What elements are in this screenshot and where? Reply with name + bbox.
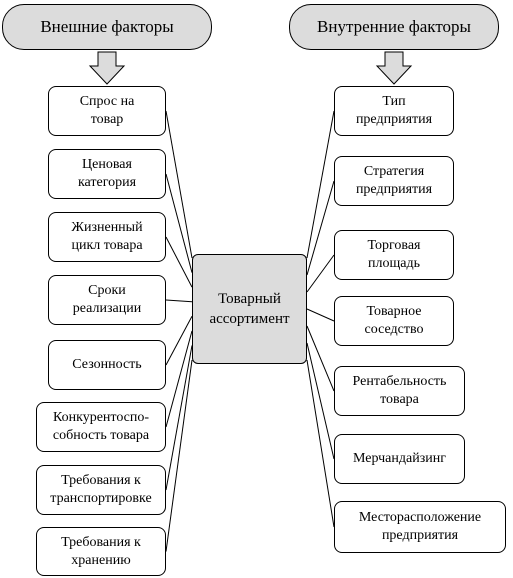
internal-factor-label: Стратегия предприятия — [355, 164, 433, 197]
external-factor-box: Ценовая категория — [48, 149, 166, 199]
external-factor-label: Жизненный цикл товара — [71, 220, 143, 253]
internal-factor-label: Рентабельность товара — [352, 374, 447, 407]
header-external-factors: Внешние факторы — [2, 4, 212, 50]
connector-line-internal — [306, 110, 335, 259]
center-product-assortment: Товарный ассортимент — [192, 254, 307, 364]
external-factor-box: Сезонность — [48, 340, 166, 390]
external-factor-label: Сроки реализации — [72, 283, 142, 316]
internal-factor-box: Мерчандайзинг — [334, 434, 465, 484]
external-factor-label: Спрос на товар — [79, 94, 135, 127]
internal-factor-box: Месторасположение предприятия — [334, 501, 506, 553]
arrow-down-external — [88, 51, 126, 85]
header-external-label: Внешние факторы — [40, 17, 174, 36]
arrow-down-internal — [375, 51, 413, 85]
internal-factor-label: Товарное соседство — [364, 304, 424, 337]
connector-line-internal — [306, 180, 335, 276]
external-factor-box: Сроки реализации — [48, 275, 166, 325]
external-factor-box: Спрос на товар — [48, 86, 166, 136]
connector-line-external — [165, 110, 193, 259]
connector-line-external — [165, 299, 193, 303]
connector-line-internal — [306, 359, 335, 528]
internal-factor-label: Месторасположение предприятия — [358, 510, 482, 543]
connector-line-internal — [306, 254, 335, 293]
connector-line-external — [165, 173, 193, 273]
connector-line-external — [165, 330, 193, 428]
external-factor-label: Требования к транспортировке — [50, 473, 152, 506]
connector-line-internal — [306, 308, 335, 322]
header-internal-factors: Внутренние факторы — [289, 4, 499, 50]
connector-line-internal — [306, 325, 335, 392]
internal-factor-label: Торговая площадь — [367, 238, 421, 271]
external-factor-box: Жизненный цикл товара — [48, 212, 166, 262]
external-factor-label: Ценовая категория — [77, 157, 137, 190]
external-factor-box: Требования к хранению — [36, 527, 166, 576]
connector-line-external — [165, 236, 193, 288]
connector-line-external — [165, 316, 193, 366]
external-factor-label: Требования к хранению — [61, 534, 141, 568]
internal-factor-box: Товарное соседство — [334, 296, 454, 346]
header-internal-label: Внутренние факторы — [317, 17, 471, 36]
external-factor-box: Конкурентоспо- собность товара — [36, 402, 166, 452]
connector-line-internal — [306, 342, 335, 460]
internal-factor-box: Стратегия предприятия — [334, 156, 454, 206]
internal-factor-label: Мерчандайзинг — [353, 451, 446, 466]
external-factor-box: Требования к транспортировке — [36, 465, 166, 515]
connector-line-external — [165, 359, 193, 552]
internal-factor-box: Рентабельность товара — [334, 366, 465, 416]
external-factor-label: Сезонность — [72, 357, 142, 372]
external-factor-label: Конкурентоспо- собность товара — [52, 410, 150, 443]
internal-factor-box: Тип предприятия — [334, 86, 454, 136]
internal-factor-label: Тип предприятия — [355, 94, 433, 127]
center-label: Товарный ассортимент — [209, 291, 290, 327]
connector-line-external — [165, 345, 193, 491]
internal-factor-box: Торговая площадь — [334, 230, 454, 280]
